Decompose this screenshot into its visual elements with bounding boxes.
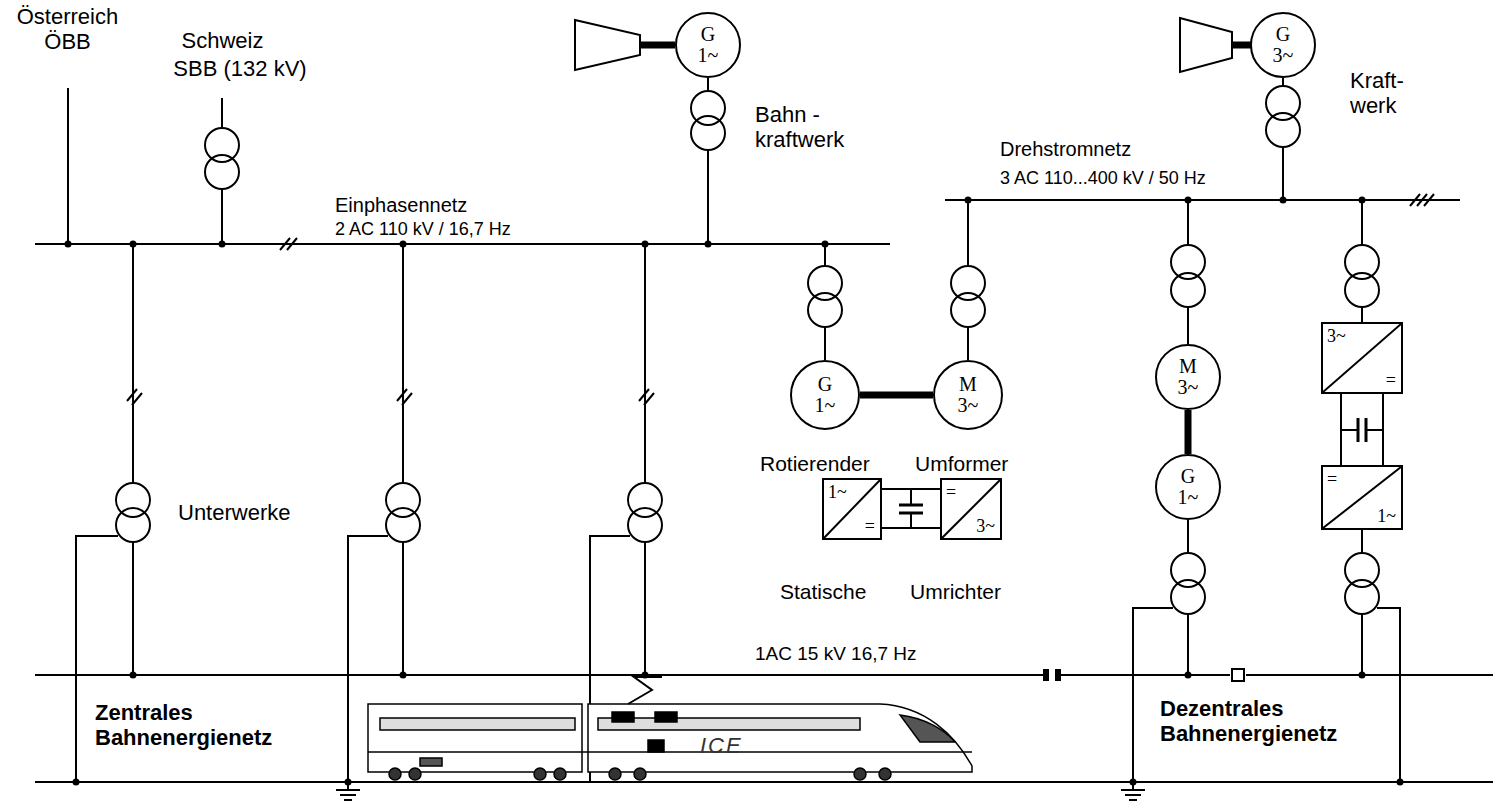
machine-symbol: 1~ <box>1178 487 1199 508</box>
machine-symbol: G <box>1276 24 1290 45</box>
text-label: Umrichter <box>910 580 1001 604</box>
machine-circle: G1~ <box>1155 454 1221 520</box>
machine-symbol: M <box>1179 356 1197 377</box>
text-label: Umformer <box>915 452 1008 476</box>
text-label: Drehstromnetz <box>1000 138 1131 161</box>
converter-symbol: = <box>1327 470 1337 488</box>
converter-symbol: 3~ <box>1327 327 1346 345</box>
converter-box: 1~ = <box>822 478 882 540</box>
text-label: 2 AC 110 kV / 16,7 Hz <box>335 219 511 240</box>
text-label: Zentrales Bahnenergienetz <box>95 700 310 751</box>
text-label: Rotierender <box>760 452 870 476</box>
text-label: Dezentrales Bahnenergienetz <box>1160 696 1375 747</box>
dc-link <box>882 489 940 528</box>
machine-circle: G3~ <box>1250 12 1316 78</box>
text-label: 3 AC 110...400 kV / 50 Hz <box>1000 168 1206 189</box>
converter-symbol: 3~ <box>976 517 995 535</box>
text-label: Schweiz <box>170 28 275 53</box>
machine-symbol: G <box>1181 466 1195 487</box>
converter-symbol: = <box>1386 371 1396 389</box>
machine-symbol: 3~ <box>1273 45 1294 66</box>
machine-circle: G1~ <box>790 360 860 430</box>
machine-symbol: 3~ <box>1178 377 1199 398</box>
machine-symbol: G <box>818 374 832 395</box>
machine-symbol: 1~ <box>815 395 836 416</box>
text-label: Bahn - kraftwerk <box>755 102 870 153</box>
ice-train <box>368 677 972 780</box>
converter-symbol: 1~ <box>1377 507 1396 525</box>
text-label: Statische <box>780 580 866 604</box>
text-label: Unterwerke <box>178 500 290 525</box>
text-label: Kraft- werk <box>1350 68 1425 119</box>
machine-circle: M3~ <box>1155 344 1221 410</box>
converter-symbol: = <box>946 483 956 501</box>
machine-symbol: 1~ <box>698 45 719 66</box>
text-label: 1AC 15 kV 16,7 Hz <box>755 643 917 665</box>
converter-symbol: = <box>865 517 875 535</box>
shaft-line <box>860 392 933 399</box>
shaft-line <box>1185 410 1192 454</box>
converter-box: 3~ = <box>1321 322 1403 394</box>
machine-symbol: 3~ <box>958 395 979 416</box>
converter-symbol: 1~ <box>828 483 847 501</box>
machine-symbol: G <box>701 24 715 45</box>
dc-link <box>1341 394 1383 465</box>
text-label: Einphasennetz <box>335 194 467 217</box>
text-label: Österreich ÖBB <box>10 4 125 55</box>
text-label: ICE <box>700 733 743 758</box>
machine-circle: M3~ <box>933 360 1003 430</box>
machine-circle: G1~ <box>675 12 741 78</box>
converter-box: = 3~ <box>940 478 1002 540</box>
text-label: SBB (132 kV) <box>145 56 335 81</box>
converter-box: = 1~ <box>1321 465 1403 530</box>
machine-symbol: M <box>959 374 977 395</box>
